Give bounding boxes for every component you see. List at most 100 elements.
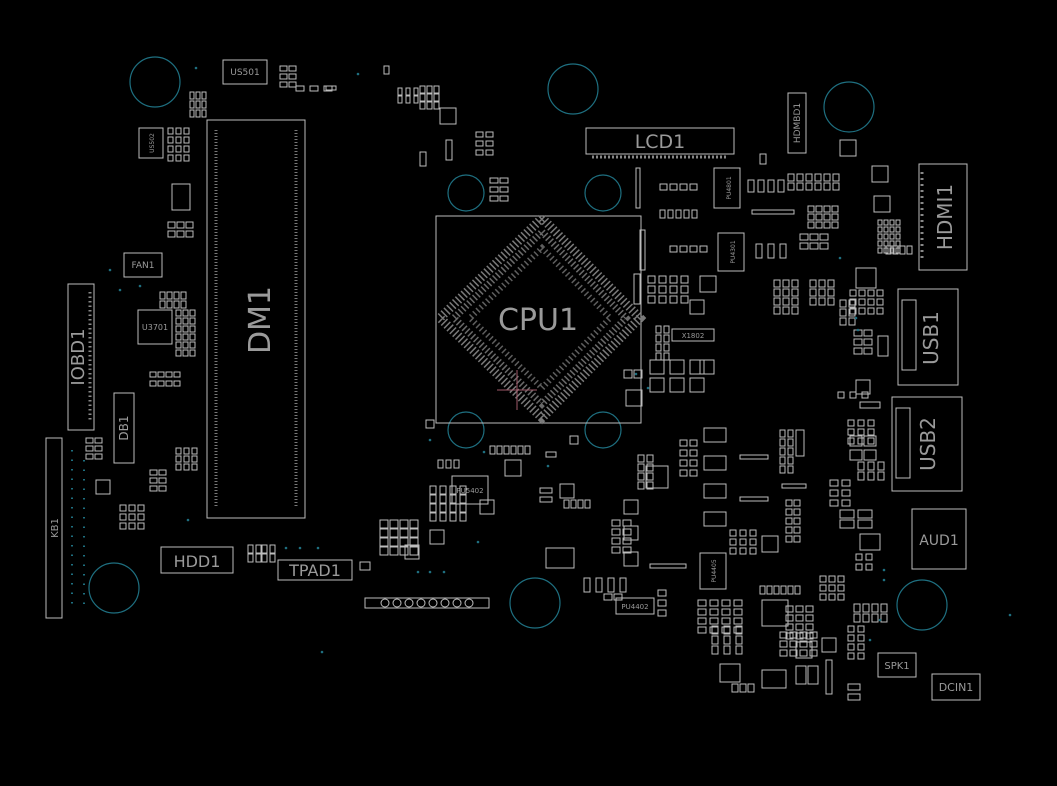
passive-component <box>647 285 656 294</box>
passive-component <box>637 481 645 490</box>
passive-component <box>657 589 667 597</box>
passive-component <box>649 377 665 393</box>
passive-component <box>723 635 731 645</box>
passive-component <box>175 136 182 144</box>
passive-component <box>663 334 670 343</box>
passive-component <box>667 209 674 219</box>
passive-component <box>479 499 495 515</box>
passive-component <box>773 279 781 288</box>
passive-component <box>883 219 889 226</box>
passive-component <box>189 100 195 109</box>
passive-component <box>839 519 855 529</box>
passive-component <box>787 456 794 465</box>
passive-component <box>637 454 645 463</box>
passive-component <box>499 177 509 184</box>
passive-component <box>857 461 865 471</box>
test-point <box>868 638 872 642</box>
passive-component <box>625 389 643 407</box>
passive-component <box>669 295 678 304</box>
passive-component <box>433 93 440 102</box>
passive-component <box>137 522 145 530</box>
passive-component <box>167 221 176 229</box>
passive-component <box>439 485 447 495</box>
passive-component <box>828 593 836 601</box>
passive-component <box>809 631 818 639</box>
passive-component <box>669 285 678 294</box>
passive-component <box>689 449 698 457</box>
passive-component <box>781 483 807 489</box>
passive-component <box>663 343 670 352</box>
passive-component <box>699 359 715 375</box>
passive-component <box>889 240 895 247</box>
passive-component <box>733 608 743 616</box>
passive-component <box>489 445 496 455</box>
passive-component <box>819 242 829 250</box>
speaker-label: SPK1 <box>884 661 909 672</box>
passive-component <box>766 585 773 595</box>
passive-component <box>787 429 794 438</box>
passive-component <box>855 267 877 289</box>
passive-component <box>867 289 875 297</box>
test-point <box>442 570 446 574</box>
test-point <box>1008 613 1012 617</box>
passive-component <box>149 485 158 492</box>
passive-component <box>823 221 831 229</box>
x1802-crystal: X1802 <box>671 328 715 342</box>
passive-component <box>545 547 575 569</box>
passive-component <box>171 183 191 211</box>
passive-component <box>683 209 690 219</box>
passive-component <box>439 503 447 513</box>
passive-component <box>185 221 194 229</box>
passive-component <box>669 245 678 253</box>
passive-component <box>255 553 262 563</box>
passive-component <box>809 297 817 306</box>
passive-component <box>876 307 884 315</box>
passive-component <box>876 289 884 297</box>
usb1-connector: USB1 <box>897 288 959 386</box>
passive-component <box>173 300 180 309</box>
passive-component <box>761 599 789 627</box>
test-point <box>634 372 638 376</box>
passive-component <box>195 91 201 100</box>
passive-component <box>439 512 447 522</box>
passive-component <box>176 221 185 229</box>
passive-component <box>853 603 861 613</box>
passive-component <box>787 182 795 191</box>
passive-component <box>855 379 871 395</box>
passive-component <box>189 341 196 349</box>
passive-component <box>859 401 881 409</box>
passive-component <box>189 349 196 357</box>
passive-component <box>309 85 319 92</box>
passive-component <box>399 519 409 529</box>
mounting-hole <box>447 411 485 449</box>
passive-component <box>595 577 603 593</box>
passive-component <box>389 528 399 538</box>
passive-component <box>453 459 460 469</box>
passive-component <box>658 285 667 294</box>
passive-component <box>721 617 731 625</box>
passive-component <box>795 614 804 622</box>
passive-component <box>699 275 717 293</box>
passive-component <box>906 245 913 255</box>
passive-component <box>559 483 575 499</box>
audio-jack: AUD1 <box>911 508 967 570</box>
passive-component <box>691 209 698 219</box>
passive-component <box>409 519 419 529</box>
passive-component <box>504 459 522 477</box>
speaker-connector: SPK1 <box>877 652 917 678</box>
passive-component <box>857 471 865 481</box>
passive-component <box>419 101 426 110</box>
passive-component <box>867 461 875 471</box>
passive-component <box>679 449 688 457</box>
cpu-label: CPU1 <box>498 303 578 338</box>
passive-component <box>867 428 875 436</box>
passive-component <box>191 455 198 463</box>
u3701-label: U3701 <box>142 323 168 332</box>
passive-component <box>832 173 840 182</box>
passive-component <box>399 546 409 556</box>
usb1-label: USB1 <box>919 311 943 365</box>
passive-component <box>459 494 467 504</box>
passive-component <box>709 626 719 634</box>
passive-component <box>189 333 196 341</box>
passive-component <box>877 471 885 481</box>
